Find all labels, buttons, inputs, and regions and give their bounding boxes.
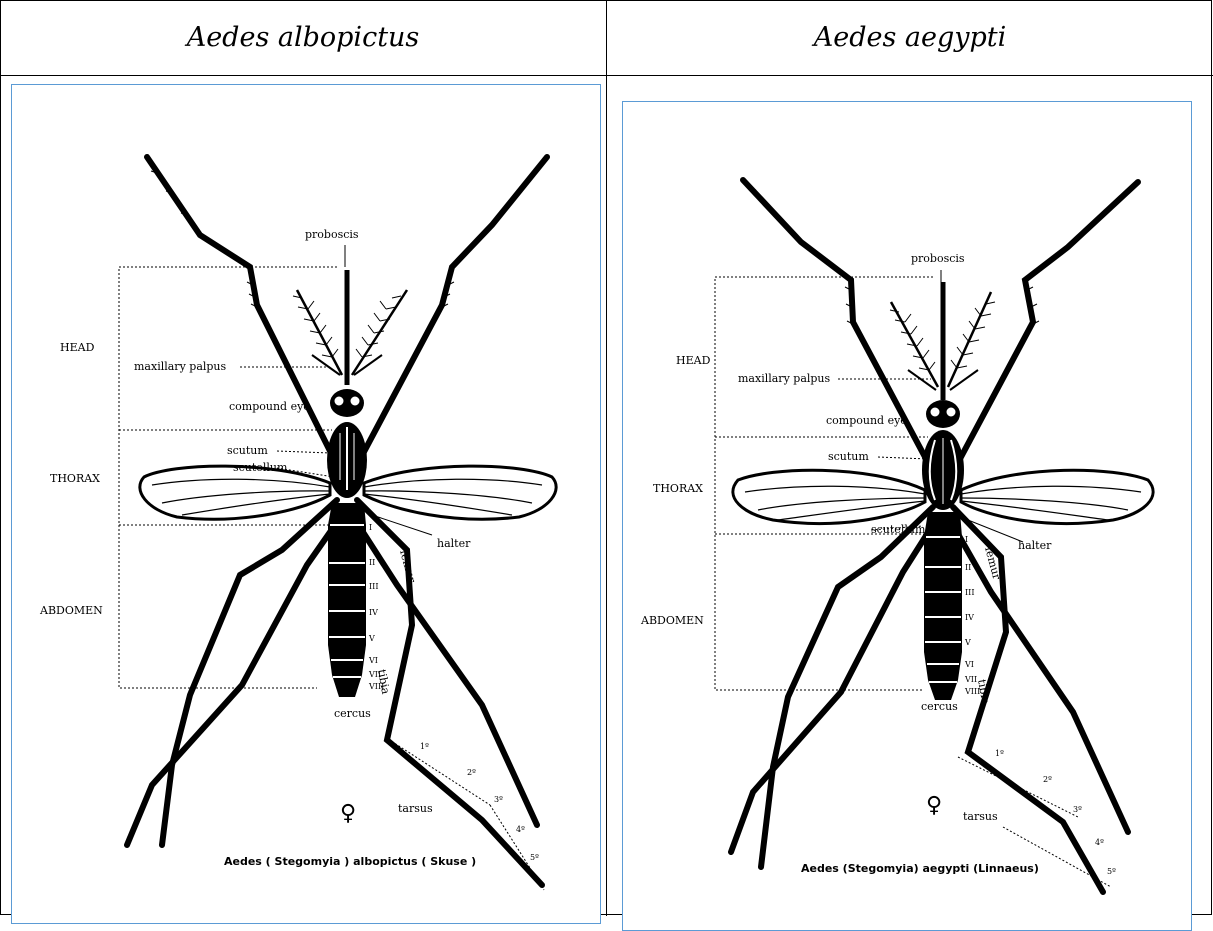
left-wing [140,466,330,519]
abdomen [328,503,366,697]
label-thorax: THORAX [50,472,100,485]
species-title: Aedes (Stegomyia) aegypti (Linnaeus) [801,862,1039,875]
tarsal-label: 4º [1095,838,1104,847]
aegypti-figure: proboscis HEAD maxillary palpus compound… [622,101,1192,931]
tarsal-label: 3º [1073,805,1082,814]
segment-label: II [965,563,971,572]
segment-label: VII [368,670,381,679]
label-abdomen: ABDOMEN [640,614,704,627]
leader-scutum [878,457,928,459]
label-scutellum: scutellum [871,523,926,536]
tarsal-label: 3º [494,795,503,804]
abdomen [924,512,962,700]
label-thorax: THORAX [653,482,703,495]
albopictus-figure: proboscis HEAD maxillary palpus compound… [11,84,601,924]
label-cercus: cercus [921,700,958,713]
segment-label: IV [965,613,974,622]
label-tarsus: tarsus [398,802,433,815]
label-abdomen: ABDOMEN [39,604,103,617]
segment-label: VIII [368,682,384,691]
label-tarsus: tarsus [963,810,998,823]
species-title: Aedes ( Stegomyia ) albopictus ( Skuse ) [224,855,476,868]
label-femur: femur [397,548,418,584]
label-head: HEAD [60,341,95,354]
tarsal-label: 2º [467,768,476,777]
label-cercus: cercus [334,707,371,720]
tarsal-label: 5º [1107,867,1116,876]
tarsal-label: 2º [1043,775,1052,784]
segment-label: III [369,582,378,591]
leader-scutum [277,451,330,453]
label-halter: halter [1018,539,1052,552]
segment-label: VI [964,660,974,669]
segment-label: I [369,523,372,532]
left-wing [733,470,925,523]
female-symbol: ♀ [926,793,942,818]
tarsal-label: 4º [516,825,525,834]
header-albopictus: Aedes albopictus [0,0,606,75]
label-compound-eye: compound eye [826,414,907,427]
header-divider [0,75,1213,76]
segment-label: II [369,558,375,567]
female-symbol: ♀ [340,801,356,826]
label-scutum: scutum [227,444,268,457]
segment-label: V [964,638,971,647]
right-wing [364,466,556,519]
tarsal-label: 1º [995,749,1004,758]
segment-label: V [368,634,375,643]
tarsal-label: 5º [530,853,539,862]
segment-label: VIII [964,687,980,696]
segment-label: III [965,588,974,597]
label-head: HEAD [676,354,711,367]
label-proboscis: proboscis [305,228,359,241]
segment-label: I [965,535,968,544]
segment-label: VI [368,656,378,665]
label-maxillary-palpus: maxillary palpus [738,372,831,385]
aegypti-diagram: proboscis HEAD maxillary palpus compound… [623,102,1192,931]
label-scutum: scutum [828,450,869,463]
label-maxillary-palpus: maxillary palpus [134,360,227,373]
segment-label: IV [369,608,378,617]
label-proboscis: proboscis [911,252,965,265]
tarsal-label: 1º [420,742,429,751]
segment-label: VII [964,675,977,684]
right-wing [961,470,1153,523]
albopictus-diagram: proboscis HEAD maxillary palpus compound… [12,85,601,924]
label-scutellum: scutellum [233,461,288,474]
label-halter: halter [437,537,471,550]
header-aegypti: Aedes aegypti [607,0,1213,75]
label-compound-eye: compound eye [229,400,310,413]
column-divider [606,0,607,916]
